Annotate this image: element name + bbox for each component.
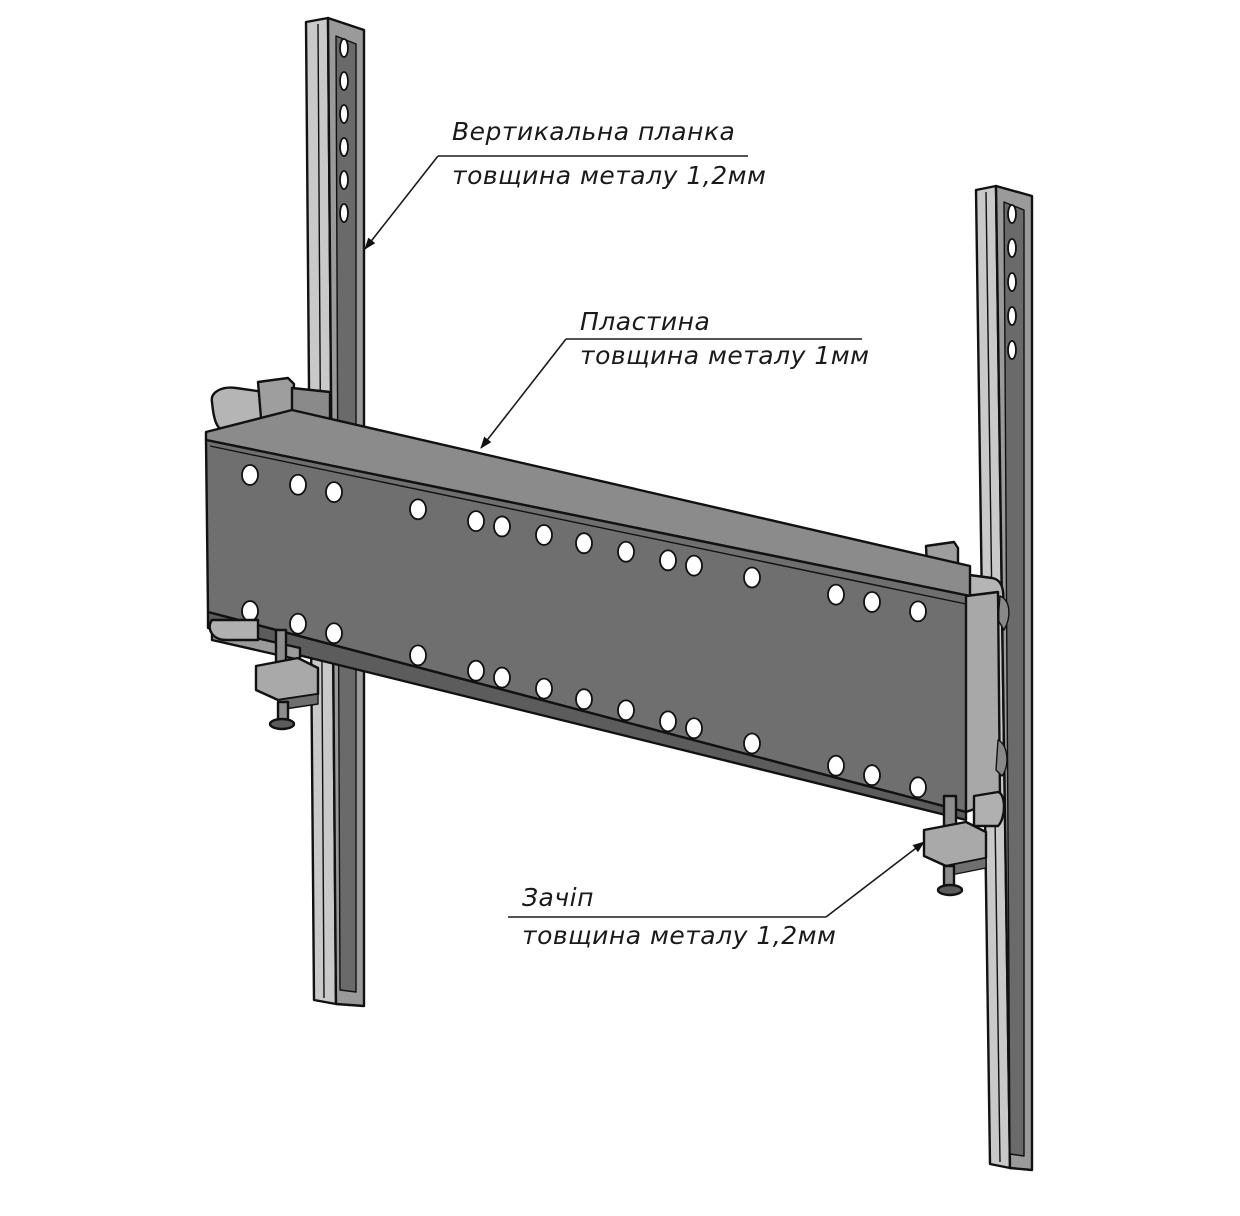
rail-slot (339, 38, 349, 58)
plate-hole (909, 776, 927, 799)
plate-hole (535, 677, 553, 700)
callout-rail-subtitle: товщина металу 1,2мм (452, 161, 766, 190)
left-latch (208, 618, 320, 731)
plate-hole (617, 699, 635, 722)
plate-hole (535, 524, 553, 546)
plate-hole (241, 464, 259, 486)
rail-slot (1007, 340, 1017, 360)
plate-hole (467, 510, 485, 533)
plate-hole (289, 473, 307, 496)
plate-hole (685, 554, 703, 577)
callout-plate-title: Пластина (580, 307, 710, 336)
rail-slot (1007, 306, 1017, 326)
plate-hole (909, 600, 927, 623)
plate-hole (659, 549, 677, 572)
plate-hole (241, 600, 259, 622)
callout-plate-subtitle: товщина металу 1мм (580, 341, 869, 370)
plate-hole (493, 666, 511, 689)
left-rail-slots (339, 38, 349, 223)
callout-plate: Пластина товщина металу 1мм (480, 307, 869, 449)
plate-hole (743, 732, 761, 755)
plate-hole (325, 481, 343, 504)
plate-hole (827, 583, 845, 606)
callout-latch-subtitle: товщина металу 1,2мм (522, 921, 836, 950)
plate-hole (685, 717, 703, 740)
plate-hole (743, 566, 761, 589)
plate-hole (863, 591, 881, 613)
plate-hole (827, 754, 845, 777)
callout-latch-title: Зачіп (522, 883, 594, 912)
plate-hole (575, 532, 593, 555)
callout-latch-arrow (825, 841, 925, 918)
right-rail-slots (1007, 204, 1017, 360)
callout-latch: Зачіп товщина металу 1,2мм (508, 841, 925, 950)
rail-slot (339, 137, 349, 157)
callout-rail-title: Вертикальна планка (452, 117, 735, 146)
rail-slot (339, 170, 349, 190)
plate-hole (863, 764, 881, 787)
callout-rail-arrow (364, 155, 439, 250)
callout-plate-arrow (480, 338, 567, 449)
plate-hole (467, 659, 485, 682)
plate-hole (617, 540, 635, 563)
plate-hole (409, 498, 427, 521)
plate-hole (289, 612, 307, 635)
plate-hole (659, 710, 677, 733)
plate-hole (325, 622, 343, 645)
mounting-plate (204, 408, 1002, 822)
plate-holes (241, 464, 927, 799)
rail-slot (339, 71, 349, 91)
rail-slot (339, 104, 349, 124)
plate-hole (409, 644, 427, 667)
rail-slot (339, 203, 349, 223)
plate-hole (493, 515, 511, 538)
rail-slot (1007, 238, 1017, 258)
plate-hole (575, 688, 593, 711)
rail-slot (1007, 272, 1017, 292)
right-latch (922, 739, 1008, 897)
callout-vertical-rail: Вертикальна планка товщина металу 1,2мм (364, 117, 766, 250)
rail-slot (1007, 204, 1017, 224)
